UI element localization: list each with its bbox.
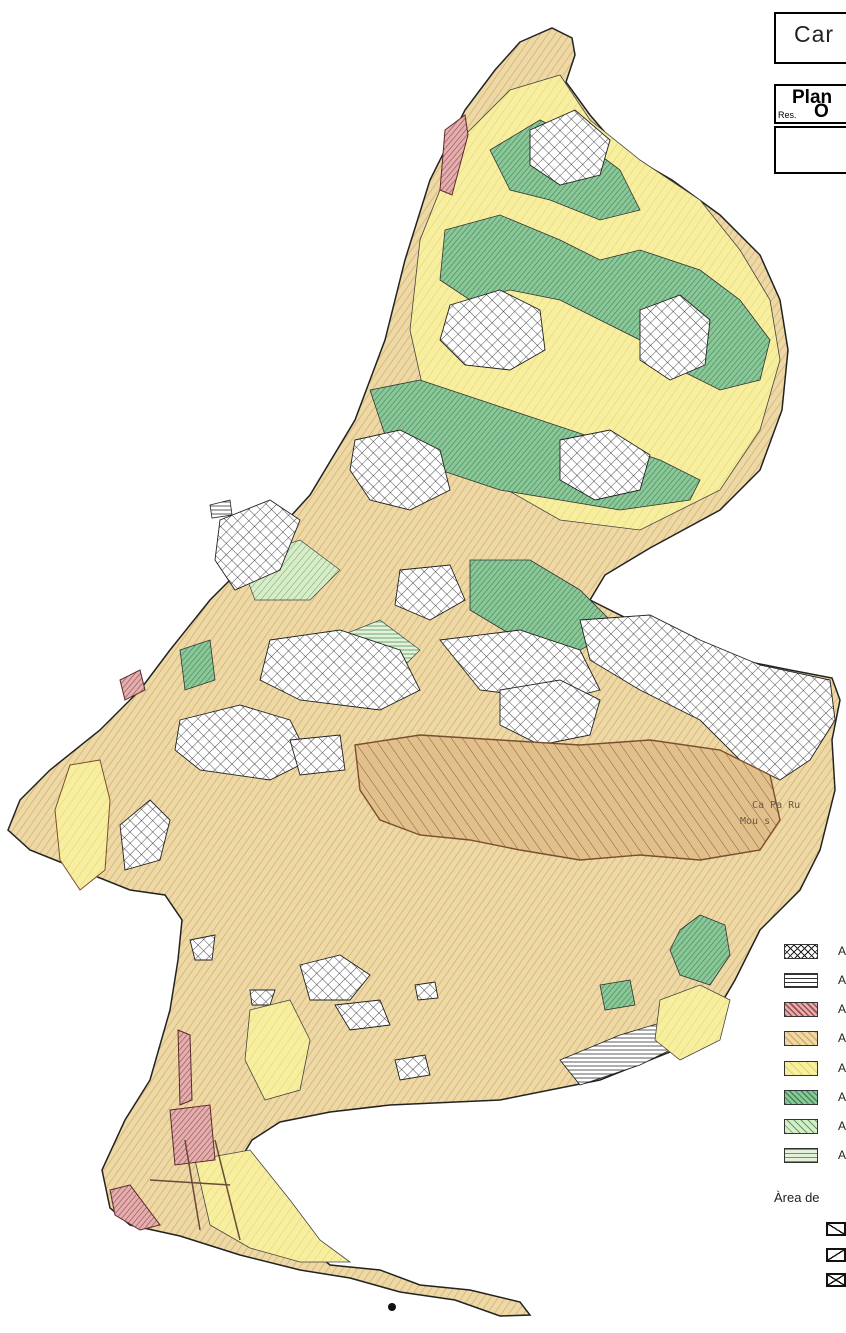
zone-red-1	[169, 1104, 216, 1166]
legend-area-swatch-cross	[826, 1273, 846, 1287]
zone-green-7	[599, 979, 636, 1011]
place-name-a: Ca Pa Ru	[752, 800, 801, 811]
place-name-b: Mou s	[740, 816, 771, 827]
legend-area-title: Àrea de	[774, 1190, 820, 1205]
zone-yellow-mid	[244, 999, 311, 1101]
legend-swatch-red	[784, 1002, 818, 1017]
legend-swatch-tan	[784, 1031, 818, 1046]
zone-yellow-south	[194, 1149, 352, 1263]
legend-swatch-horizontal	[784, 973, 818, 988]
map-title-text: Car	[794, 21, 835, 47]
channel-line-1	[149, 1139, 241, 1241]
legend-label: A	[838, 1148, 846, 1162]
zone-yellow-se	[654, 984, 731, 1061]
legend-swatch-green	[784, 1090, 818, 1105]
point-marker	[388, 1303, 396, 1311]
zone-yellow-west	[54, 759, 111, 891]
info-box-empty	[774, 126, 846, 174]
plan-line-1: Plan	[792, 87, 833, 108]
zone-green-6	[179, 639, 216, 691]
legend-label: A	[838, 944, 846, 958]
legend-swatch-light-green	[784, 1119, 818, 1134]
legend-label: A	[838, 1031, 846, 1045]
legend-label: A	[838, 1119, 846, 1133]
legend-label: A	[838, 1002, 846, 1016]
zone-red-4	[119, 669, 146, 701]
legend-area-swatch-back-diagonal	[826, 1248, 846, 1262]
legend-swatch-yellow	[784, 1061, 818, 1076]
zone-horizontal-2	[209, 499, 233, 519]
zones-crosshatch	[119, 109, 836, 1081]
legend-label: A	[838, 1090, 846, 1104]
plan-info-box: Plan O Res.	[774, 84, 846, 124]
legend-area-swatch-diagonal	[826, 1222, 846, 1236]
legend-swatch-crosshatch	[784, 944, 818, 959]
zone-red-2	[177, 1029, 193, 1106]
zone-red-5	[109, 1184, 161, 1231]
plan-line-3: Res.	[778, 110, 797, 120]
zone-brown-lagoon	[354, 734, 781, 861]
plan-line-2: O	[814, 101, 829, 122]
legend-label: A	[838, 1061, 846, 1075]
legend-swatch-light-green-horizontal	[784, 1148, 818, 1163]
map-title-box: Car	[774, 12, 846, 64]
zone-red-3	[439, 114, 469, 196]
legend-label: A	[838, 973, 846, 987]
zone-green-5	[669, 914, 731, 986]
